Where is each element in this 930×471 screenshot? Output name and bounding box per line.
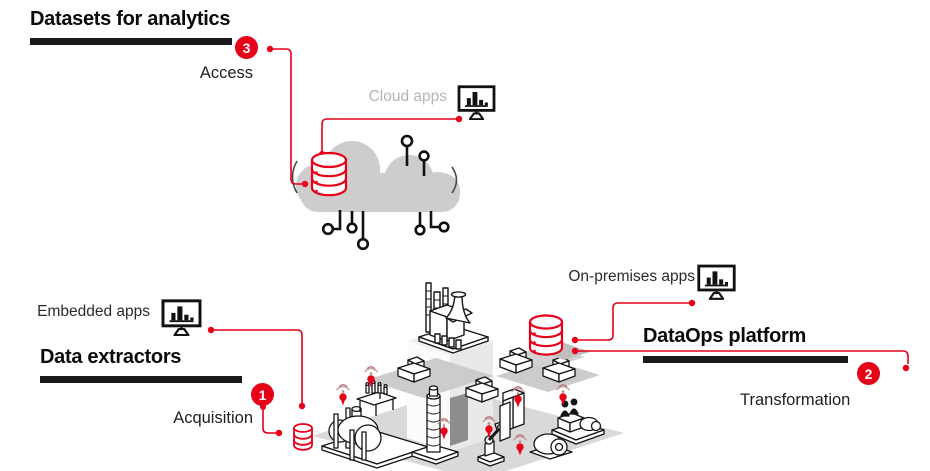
step-label-access: Access — [199, 64, 253, 82]
wireless-sensor-icon — [335, 384, 351, 407]
edge-database-icon — [293, 423, 313, 451]
step-badge-1: 1 — [251, 383, 274, 406]
lab-table — [356, 379, 397, 416]
label-embedded-apps: Embedded apps — [37, 303, 150, 320]
generator-machine — [551, 398, 605, 445]
pump-machine — [529, 433, 573, 460]
title-underline-bar — [643, 356, 848, 363]
cloud-apps-monitor-icon — [457, 85, 496, 120]
server-cabinets — [499, 388, 525, 442]
label-on-premises-apps: On-premises apps — [568, 268, 695, 285]
label-cloud-apps: Cloud apps — [368, 88, 447, 105]
platform-database-icon — [528, 314, 590, 360]
cloud-arc-right — [451, 166, 458, 194]
connector-embedded-apps — [207, 326, 306, 410]
connector-on-premises-apps — [571, 299, 696, 344]
boiler-machine — [321, 405, 429, 469]
distillation-column — [411, 385, 459, 465]
title-underline-bar — [30, 38, 232, 45]
step-label-acquisition: Acquisition — [173, 409, 253, 427]
factory-building — [418, 282, 489, 354]
circuit-node-icons — [321, 134, 450, 251]
connector-transformation — [571, 347, 910, 372]
title-underline-bar — [40, 376, 242, 383]
embedded-apps-monitor-icon — [161, 299, 202, 336]
section-title-dataops: DataOps platform — [643, 325, 807, 347]
on-premises-apps-monitor-icon — [697, 264, 736, 300]
step-label-transformation: Transformation — [740, 391, 851, 409]
cloud-database-icon — [310, 151, 348, 197]
cloud-arc-left — [291, 160, 298, 194]
step-badge-3: 3 — [235, 36, 258, 59]
connector-access — [266, 45, 309, 188]
connector-acquisition — [260, 404, 283, 437]
step-badge-2: 2 — [857, 362, 880, 385]
section-title-datasets: Datasets for analytics — [30, 8, 231, 30]
isometric-factory-illustration — [293, 282, 624, 471]
section-title-extractors: Data extractors — [40, 346, 182, 368]
